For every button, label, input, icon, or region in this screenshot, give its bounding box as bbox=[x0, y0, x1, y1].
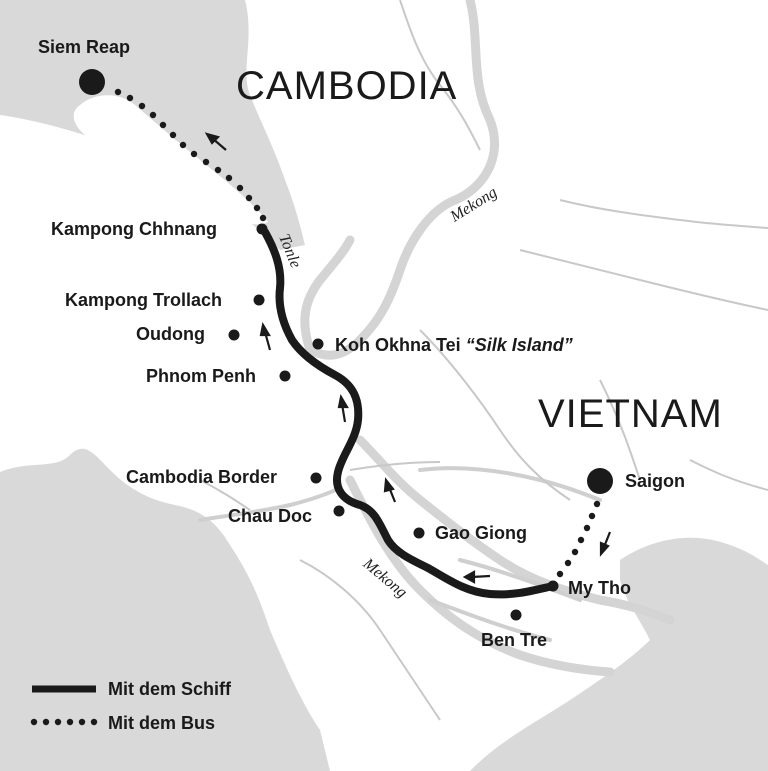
legend-bus-symbol bbox=[30, 718, 98, 726]
label-siem-reap: Siem Reap bbox=[38, 37, 131, 57]
marker-cambodia-border bbox=[310, 472, 322, 484]
marker-kampong-chhnang bbox=[256, 223, 268, 235]
tonle-sap-lake bbox=[73, 95, 268, 225]
label-kampong-chhnang: Kampong Chhnang bbox=[51, 219, 217, 239]
marker-kampong-trollach bbox=[253, 294, 265, 306]
label-cambodia-border: Cambodia Border bbox=[126, 467, 278, 487]
label-koh-okhna-tei-name: Koh Okhna Tei bbox=[335, 335, 461, 355]
land-southeast bbox=[470, 537, 768, 771]
arrow-phnom-penh-south bbox=[337, 393, 349, 423]
border-lines bbox=[199, 0, 768, 721]
ship-route bbox=[261, 228, 557, 599]
arrow-bus-north bbox=[204, 132, 227, 151]
label-gao-giong: Gao Giong bbox=[435, 523, 527, 543]
label-silk-island: “Silk Island” bbox=[465, 335, 573, 355]
land-phu-quoc bbox=[108, 599, 143, 668]
marker-siem-reap bbox=[79, 69, 105, 95]
marker-my-tho bbox=[547, 580, 559, 592]
direction-arrows bbox=[204, 132, 612, 584]
marker-gao-giong bbox=[413, 527, 425, 539]
label-phnom-penh: Phnom Penh bbox=[146, 366, 257, 386]
arrow-mekong-west bbox=[462, 570, 491, 584]
label-saigon: Saigon bbox=[625, 471, 686, 491]
marker-phnom-penh bbox=[279, 370, 291, 382]
country-label-cambodia: CAMBODIA bbox=[236, 64, 458, 108]
label-oudong: Oudong bbox=[136, 324, 205, 344]
marker-chau-doc bbox=[333, 505, 345, 517]
marker-ben-tre bbox=[510, 609, 522, 621]
marker-saigon bbox=[587, 468, 613, 494]
country-label-vietnam: VIETNAM bbox=[538, 392, 723, 436]
label-koh-okhna-tei: Koh Okhna Tei “Silk Island” bbox=[335, 336, 573, 354]
place-markers bbox=[79, 69, 613, 621]
label-my-tho: My Tho bbox=[568, 578, 631, 598]
arrow-saigon-bus bbox=[599, 531, 612, 557]
bus-route-siem-reap bbox=[114, 88, 267, 222]
legend-label-ship: Mit dem Schiff bbox=[108, 679, 232, 699]
label-kampong-trollach: Kampong Trollach bbox=[65, 290, 223, 310]
label-ben-tre: Ben Tre bbox=[481, 630, 548, 650]
marker-koh-okhna-tei bbox=[312, 338, 324, 350]
arrow-oudong bbox=[259, 321, 272, 351]
thin-rivers bbox=[198, 466, 602, 642]
bus-route-saigon bbox=[556, 500, 601, 578]
marker-oudong bbox=[228, 329, 240, 341]
arrow-border bbox=[383, 477, 397, 503]
label-chau-doc: Chau Doc bbox=[228, 506, 313, 526]
legend-label-bus: Mit dem Bus bbox=[108, 713, 216, 733]
river-lines bbox=[300, 0, 675, 677]
